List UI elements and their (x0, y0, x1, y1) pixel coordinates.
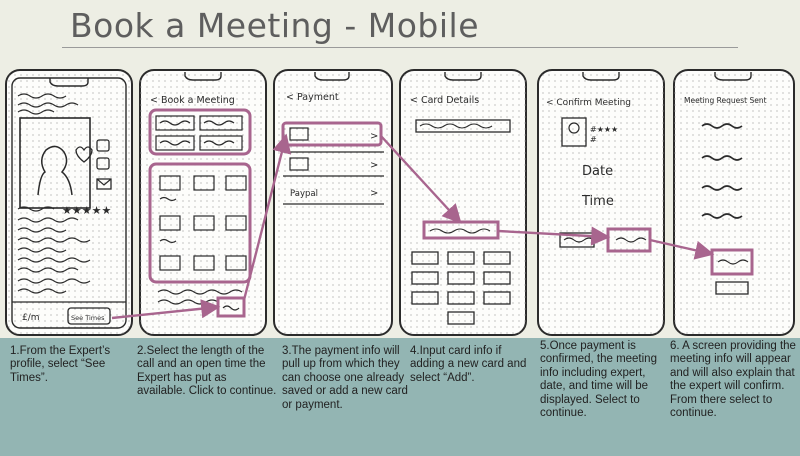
screen-3-heading: < Payment (286, 92, 339, 103)
step-5-caption: 5.Once payment is confirmed, the meeting… (540, 340, 657, 420)
flow-arrows (111, 133, 715, 320)
arrow-4-to-5 (497, 226, 611, 246)
screen-5-heading: < Confirm Meeting (546, 98, 631, 108)
arrow-5-to-6 (649, 238, 715, 260)
screen-1-expert-profile: ★★★★★ £/m See Times (5, 69, 133, 336)
arrow-1-to-2 (111, 299, 221, 320)
step-4-caption: 4.Input card info if adding a new card a… (410, 345, 527, 384)
svg-text:#★★★: #★★★ (590, 125, 618, 134)
svg-text:★★★★★: ★★★★★ (62, 204, 111, 217)
screen-4-card-details: < Card Details (399, 69, 527, 336)
title-divider (62, 47, 738, 48)
step-1-caption: 1.From the Expert’s profile, select “See… (10, 345, 111, 384)
time-label: Time (581, 194, 614, 209)
paypal-label: Paypal (290, 189, 318, 199)
caption-band (0, 338, 800, 456)
screen-6-heading: Meeting Request Sent (684, 96, 767, 105)
page-title: Book a Meeting - Mobile (70, 6, 480, 45)
arrow-3-to-4 (380, 135, 462, 224)
arrow-2-to-3 (242, 133, 292, 301)
screen-5-confirm-meeting: < Confirm Meeting #★★★ # Date Time (537, 69, 665, 336)
step-3-caption: 3.The payment info will pull up from whi… (282, 345, 408, 411)
svg-text:>: > (370, 131, 378, 142)
screen-6-request-sent: Meeting Request Sent (673, 69, 795, 336)
svg-text:#: # (590, 135, 597, 144)
svg-text:>: > (370, 160, 378, 171)
date-label: Date (582, 164, 613, 179)
screen-4-heading: < Card Details (410, 95, 479, 106)
price-label: £/m (22, 313, 40, 323)
step-6-caption: 6. A screen providing the meeting info w… (670, 340, 796, 420)
screen-3-payment: < Payment > > Paypal > (273, 69, 393, 336)
step-2-caption: 2.Select the length of the call and an o… (137, 345, 277, 398)
see-times-label: See Times (71, 314, 105, 322)
screen-2-heading: < Book a Meeting (150, 95, 235, 106)
svg-text:>: > (370, 188, 378, 199)
screen-2-book-meeting: < Book a Meeting (139, 69, 267, 336)
